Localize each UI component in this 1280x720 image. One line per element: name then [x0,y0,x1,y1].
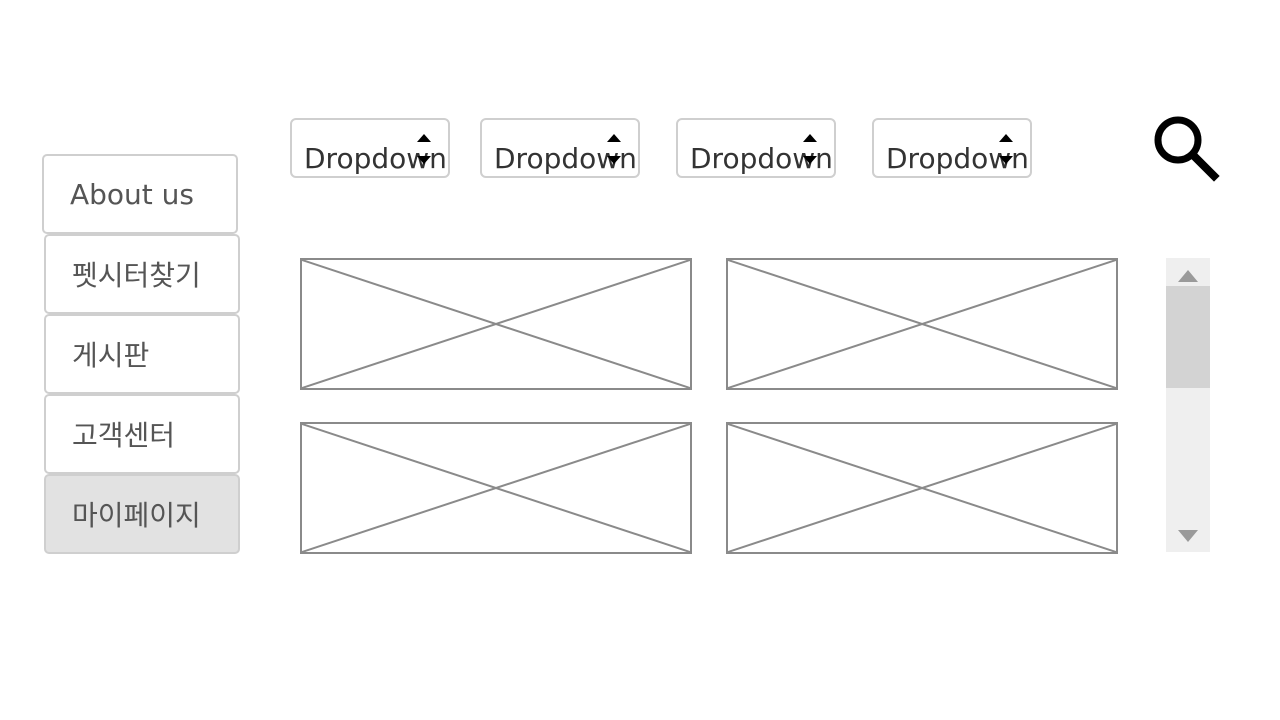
sidebar-item-board[interactable]: 게시판 [44,314,240,394]
image-placeholder[interactable] [726,422,1118,554]
image-placeholder[interactable] [300,422,692,554]
up-down-arrows-icon [607,134,621,164]
up-down-arrows-icon [417,134,431,164]
image-placeholder[interactable] [726,258,1118,390]
dropdown-1[interactable]: Dropdown [290,118,450,178]
search-icon[interactable] [1150,112,1222,184]
sidebar-item-label: 게시판 [72,339,150,372]
image-placeholder-icon [302,424,690,552]
image-placeholder-icon [302,260,690,388]
image-placeholder[interactable] [300,258,692,390]
sidebar-item-my-page[interactable]: 마이페이지 [44,474,240,554]
sidebar-item-label: 펫시터찾기 [72,259,201,292]
dropdown-4[interactable]: Dropdown [872,118,1032,178]
sidebar-item-label: 마이페이지 [72,499,201,532]
sidebar-item-label: About us [70,177,195,211]
image-placeholder-icon [728,424,1116,552]
sidebar-item-find-petsitter[interactable]: 펫시터찾기 [44,234,240,314]
up-down-arrows-icon [803,134,817,164]
triangle-up-icon[interactable] [1166,258,1210,286]
vertical-scrollbar[interactable] [1166,258,1210,552]
triangle-down-icon[interactable] [1166,524,1210,552]
sidebar-item-customer-center[interactable]: 고객센터 [44,394,240,474]
image-placeholder-icon [728,260,1116,388]
dropdown-2[interactable]: Dropdown [480,118,640,178]
up-down-arrows-icon [999,134,1013,164]
sidebar-item-label: 고객센터 [72,419,176,452]
scroll-thumb[interactable] [1166,286,1210,388]
sidebar-item-about-us[interactable]: About us [42,154,238,234]
dropdown-3[interactable]: Dropdown [676,118,836,178]
